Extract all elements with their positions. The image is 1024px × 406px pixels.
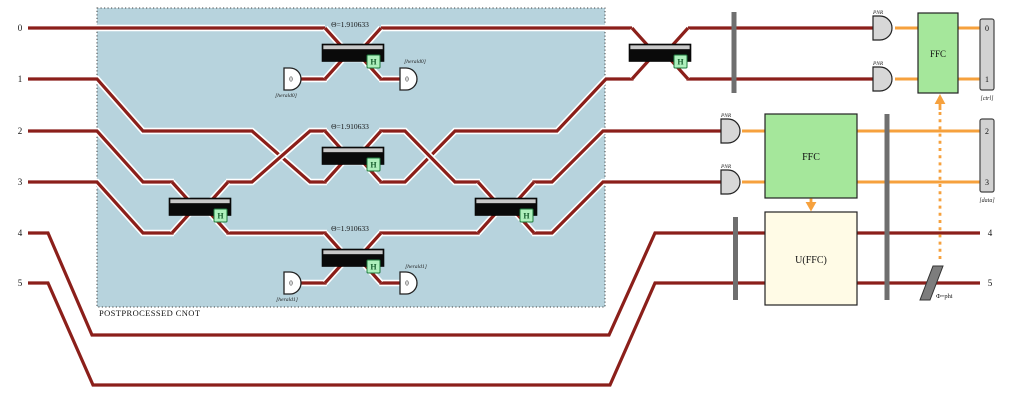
hadamard-badge: [213, 208, 228, 223]
svg-text:PNR: PNR: [872, 10, 884, 16]
herald0-output: 0 [herald0]: [399, 59, 426, 91]
svg-text:0: 0: [985, 24, 989, 33]
beam-splitter-4: H: [628, 43, 692, 69]
svg-text:2: 2: [985, 127, 989, 136]
left-port-labels: 0 1 2 3 4 5: [18, 23, 23, 288]
svg-text:1: 1: [985, 75, 989, 84]
feedforward-link-uffc: [805, 198, 817, 212]
left-port-2: 2: [18, 126, 23, 136]
svg-text:U(FFC): U(FFC): [795, 255, 827, 266]
barrier-uffc-left: [733, 217, 738, 300]
left-port-3: 3: [18, 177, 23, 187]
svg-text:H: H: [370, 161, 377, 170]
phase-shifter-label: Φ=phi: [936, 293, 953, 300]
svg-text:PNR: PNR: [720, 164, 732, 170]
bs6-theta-label: Θ=1.910633: [331, 224, 369, 233]
herald1-output-label: [herald1]: [405, 264, 427, 270]
svg-text:0: 0: [405, 76, 409, 84]
hadamard-badge: [366, 259, 381, 274]
classical-wires: [742, 26, 980, 184]
svg-text:FFC: FFC: [802, 152, 820, 163]
herald1-input-label: [herald1]: [276, 297, 298, 303]
ctrl-group-label: [ctrl]: [980, 96, 994, 102]
bs1-theta-label: Θ=1.910633: [331, 20, 369, 29]
left-port-4: 4: [18, 228, 23, 238]
hadamard-badge: [366, 157, 381, 172]
down-arrow-icon: [805, 202, 817, 212]
herald0-input-label: [herald0]: [275, 93, 297, 99]
pnr-detector-3: PNR: [720, 164, 741, 195]
herald1-input: 0 [herald1]: [276, 271, 302, 303]
svg-text:0: 0: [289, 76, 293, 84]
pnr-detector-1: PNR: [872, 61, 893, 92]
svg-text:H: H: [523, 212, 530, 221]
right-port-labels: 4 5: [988, 228, 993, 288]
u-ffc-box: U(FFC): [764, 211, 858, 306]
beam-splitter-5: H: [474, 197, 538, 223]
ffc-data-box: FFC: [764, 113, 858, 199]
phase-shifter: Φ=phi: [919, 265, 953, 301]
data-port-group: 2 3 [data]: [979, 118, 995, 204]
beam-splitter-2: H: [168, 197, 232, 223]
herald1-output: 0 [herald1]: [399, 264, 427, 295]
svg-text:3: 3: [985, 178, 989, 187]
svg-text:PNR: PNR: [720, 113, 732, 119]
svg-text:0: 0: [289, 280, 293, 288]
herald0-output-label: [herald0]: [404, 59, 426, 65]
right-port-4: 4: [988, 228, 993, 238]
left-port-5: 5: [18, 278, 23, 288]
barrier-ctrl: [731, 12, 737, 93]
barrier-right: [884, 114, 890, 300]
pnr-detector-0: PNR: [872, 10, 893, 41]
svg-text:H: H: [217, 212, 224, 221]
hadamard-badge: [366, 54, 381, 69]
svg-text:FFC: FFC: [930, 49, 946, 59]
hadamard-badge: [519, 208, 534, 223]
pnr-detector-2: PNR: [720, 113, 741, 144]
feedforward-link-phase: [934, 94, 946, 262]
up-arrow-icon: [934, 94, 946, 104]
postprocessed-cnot-label: POSTPROCESSED CNOT: [99, 308, 201, 318]
svg-text:0: 0: [405, 280, 409, 288]
svg-text:PNR: PNR: [872, 61, 884, 67]
left-port-1: 1: [18, 74, 23, 84]
right-port-5: 5: [988, 278, 993, 288]
svg-text:H: H: [370, 263, 377, 272]
svg-text:H: H: [370, 58, 377, 67]
svg-text:H: H: [677, 58, 684, 67]
beam-splitter-1: H Θ=1.910633: [321, 20, 385, 69]
hadamard-badge: [673, 54, 688, 69]
ffc-ctrl-box: FFC: [917, 12, 959, 94]
herald0-input: 0 [herald0]: [275, 67, 302, 99]
left-port-0: 0: [18, 23, 23, 33]
data-group-label: [data]: [979, 198, 995, 204]
beam-splitter-6: H Θ=1.910633: [321, 224, 385, 274]
ctrl-port-group: 0 1 [ctrl]: [979, 18, 995, 102]
bs3-theta-label: Θ=1.910633: [331, 122, 369, 131]
beam-splitter-3: H Θ=1.910633: [321, 122, 385, 172]
